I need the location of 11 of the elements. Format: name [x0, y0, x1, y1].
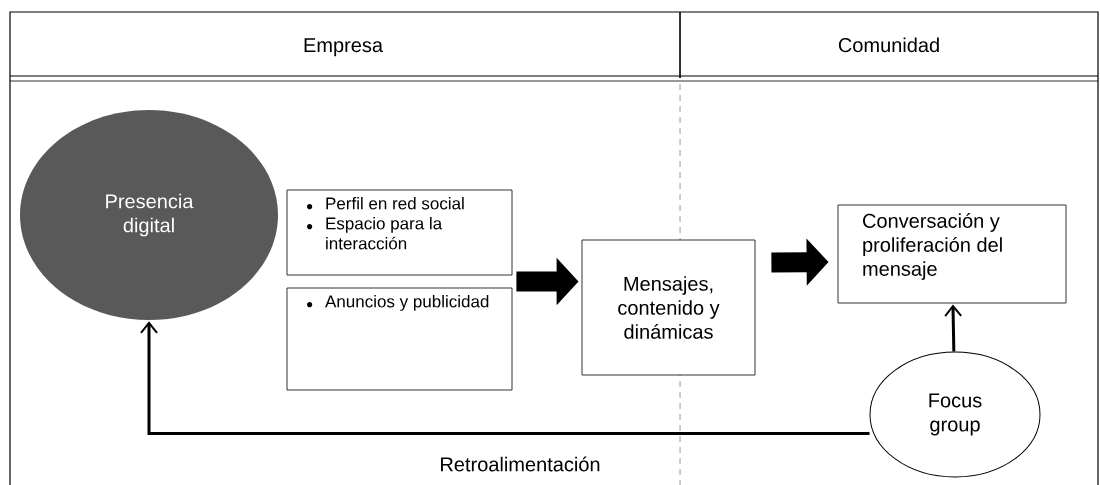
column-header: Empresa: [304, 38, 383, 57]
bullet-list-box: Perfil en red social Espacio para la interacción: [286, 189, 513, 276]
arrow: [140, 321, 870, 435]
column-header: Comunidad: [838, 37, 939, 53]
ellipse-node: Presencia digital: [20, 110, 278, 320]
process-box: Conversación y proliferación del mensaje: [837, 204, 1067, 304]
ellipse-node: Focus group: [869, 351, 1041, 478]
bullet-list-box: Anuncios y publicidad: [286, 287, 513, 391]
process-box: Mensajes, contenido y dinámicas: [581, 239, 756, 376]
arrow: [944, 304, 963, 352]
edge-label: Retroalimentación: [441, 456, 600, 472]
